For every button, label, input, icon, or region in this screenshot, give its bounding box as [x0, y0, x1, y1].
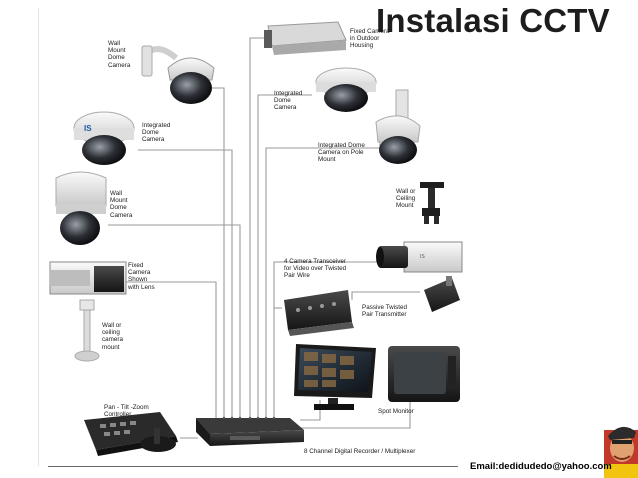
- wall-mount-dome-camera-2: [55, 171, 107, 245]
- label-ptz-controller: Pan - Tilt -Zoom Controller: [104, 404, 149, 419]
- camera-transceiver: [284, 290, 354, 336]
- label-transceiver: 4 Camera Transceiver for Video over Twis…: [284, 258, 347, 280]
- slide-title: Instalasi CCTV: [376, 2, 610, 39]
- outdoor-housing-camera: [264, 21, 347, 55]
- wire-spot: [300, 400, 411, 429]
- fixed-camera-with-lens: [49, 261, 127, 295]
- integrated-dome-camera-left: IS: [73, 111, 135, 165]
- svg-text:IS: IS: [420, 254, 425, 260]
- ceiling-camera-mount: [74, 299, 100, 362]
- ptz-controller: [84, 412, 178, 456]
- wire-outdoor-housing: [249, 37, 268, 418]
- box-camera: IS: [376, 241, 463, 273]
- label-ceiling-camera-mount: Wall or ceiling camera mount: [102, 322, 123, 351]
- wire-transmitter: [351, 291, 420, 300]
- label-integrated-dome-left: Integrated Dome Camera: [142, 122, 171, 144]
- spot-monitor: [388, 346, 460, 402]
- label-passive-transmitter: Passive Twisted Pair Transmitter: [362, 304, 408, 319]
- dvr-multiplexer: [196, 418, 304, 446]
- presenter-avatar: [604, 426, 638, 478]
- wire-integrated-dome-right: [257, 94, 312, 418]
- passive-transmitter: [424, 276, 460, 312]
- wire-pole-dome: [265, 138, 381, 418]
- wire-connectors: [222, 416, 276, 420]
- svg-text:IS: IS: [84, 124, 92, 133]
- wall-ceiling-mount-bracket: [420, 182, 444, 224]
- footer-email: Email:dedidudedo@yahoo.com: [470, 461, 612, 472]
- wall-mount-dome-camera: [141, 45, 215, 104]
- wire-box-camera: [273, 261, 378, 418]
- wire-fixed-lens: [125, 281, 217, 418]
- label-integrated-dome-right: Integrated Dome Camera: [274, 90, 303, 112]
- label-dvr: 8 Channel Digital Recorder / Multiplexer: [304, 448, 416, 455]
- wire-integrated-dome-left: [138, 149, 233, 418]
- wires: [108, 37, 420, 439]
- label-spot-monitor: Spot Monitor: [378, 408, 414, 415]
- label-fixed-camera-lens: Fixed Camera Shown with Lens: [128, 262, 155, 291]
- label-wall-mount-dome-2: Wall Mount Dome Camera: [110, 190, 133, 219]
- label-wall-ceiling-mount: Wall or Ceiling Mount: [396, 188, 416, 210]
- label-pole-dome: Integrated Dome Camera on Pole Mount: [318, 142, 365, 164]
- label-wall-mount-dome: Wall Mount Dome Camera: [108, 40, 131, 69]
- wire-wall-dome-2: [108, 224, 241, 418]
- label-outdoor-housing: Fixed Camera in Outdoor Housing: [350, 28, 390, 50]
- wire-wall-dome: [210, 87, 225, 418]
- integrated-dome-camera-right: [315, 67, 377, 112]
- pole-mount-dome-camera: [375, 89, 421, 164]
- lcd-monitor: [294, 344, 376, 410]
- footer-divider: [48, 466, 458, 467]
